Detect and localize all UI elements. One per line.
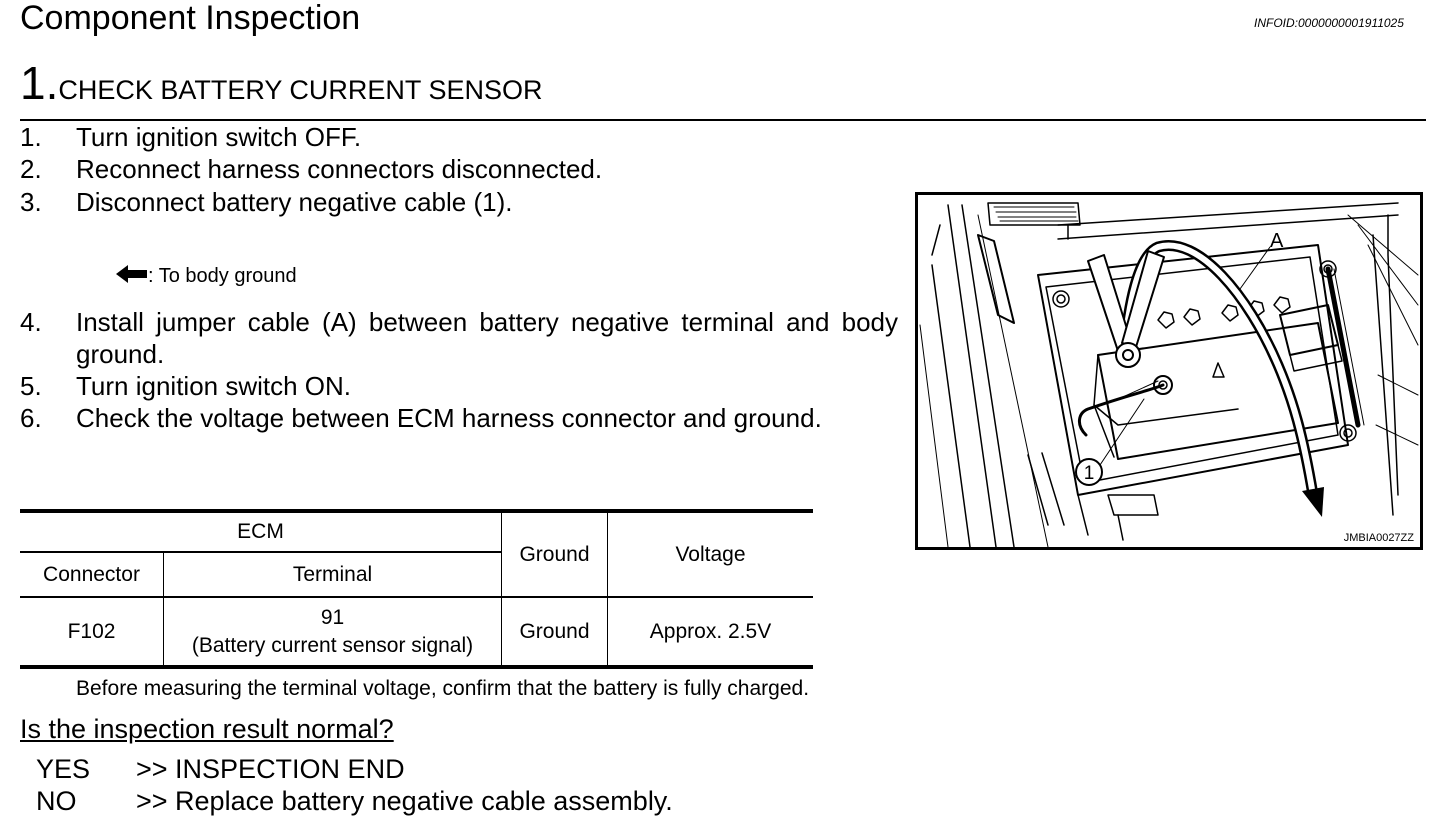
step-text: Check the voltage between ECM harness co… — [76, 403, 822, 433]
answer-value: >> INSPECTION END — [136, 754, 405, 784]
header-voltage: Voltage — [675, 542, 746, 566]
header-ecm: ECM — [237, 520, 284, 543]
section-heading: 1.CHECK BATTERY CURRENT SENSOR — [20, 58, 542, 115]
table-border-bottom — [20, 665, 813, 669]
answer-key: YES — [36, 754, 91, 784]
step-number: 2. — [20, 154, 42, 184]
terminal-description: (Battery current sensor signal) — [191, 633, 474, 657]
cell-terminal: 91 (Battery current sensor signal) — [164, 598, 501, 665]
measurement-note: Before measuring the terminal voltage, c… — [76, 677, 810, 700]
arrow-legend-text: : To body ground — [148, 265, 297, 287]
step-number: 6. — [20, 403, 42, 433]
cell-ground: Ground — [519, 619, 590, 643]
cell-connector: F102 — [67, 619, 116, 643]
step-text: Reconnect harness connectors disconnecte… — [76, 154, 603, 184]
step-text: Turn ignition switch OFF. — [76, 122, 362, 152]
table-rule — [20, 596, 813, 598]
step-number: 1. — [20, 122, 42, 152]
label-1: 1 — [1084, 463, 1095, 484]
left-arrow-icon — [116, 265, 147, 283]
battery-illustration: A 1 — [919, 202, 1419, 547]
info-id: INFOID:0000000001911025 — [1254, 16, 1404, 30]
page-title: Component Inspection — [20, 0, 361, 37]
arrow-legend: : To body ground — [116, 262, 297, 290]
step-text: Turn ignition switch ON. — [76, 371, 352, 401]
step-text: Disconnect battery negative cable (1). — [76, 187, 513, 217]
step-number: 5. — [20, 371, 42, 401]
label-a: A — [1270, 230, 1284, 252]
figure-code: JMBIA0027ZZ — [1343, 532, 1414, 544]
header-connector: Connector — [43, 562, 140, 586]
battery-jumper-figure: A 1 JMBIA0027ZZ — [915, 192, 1423, 550]
inspection-question: Is the inspection result normal? — [20, 714, 394, 744]
answer-key: NO — [36, 786, 77, 816]
table-vline — [163, 552, 164, 666]
step-number: 3. — [20, 187, 42, 217]
callout-1-circle — [1075, 458, 1103, 486]
section-divider — [20, 119, 1426, 121]
header-terminal: Terminal — [292, 562, 373, 586]
table-vline — [607, 511, 608, 666]
answer-value: >> Replace battery negative cable assemb… — [136, 786, 673, 816]
section-number: 1. — [20, 57, 59, 109]
terminal-number: 91 — [320, 605, 345, 629]
table-rule — [20, 551, 502, 553]
step-text: Install jumper cable (A) between battery… — [76, 307, 898, 369]
section-title: CHECK BATTERY CURRENT SENSOR — [58, 75, 543, 105]
header-ground: Ground — [519, 542, 590, 566]
table-vline — [501, 511, 502, 666]
cell-voltage: Approx. 2.5V — [649, 619, 772, 643]
table-border-top — [20, 509, 813, 513]
step-number: 4. — [20, 307, 42, 337]
